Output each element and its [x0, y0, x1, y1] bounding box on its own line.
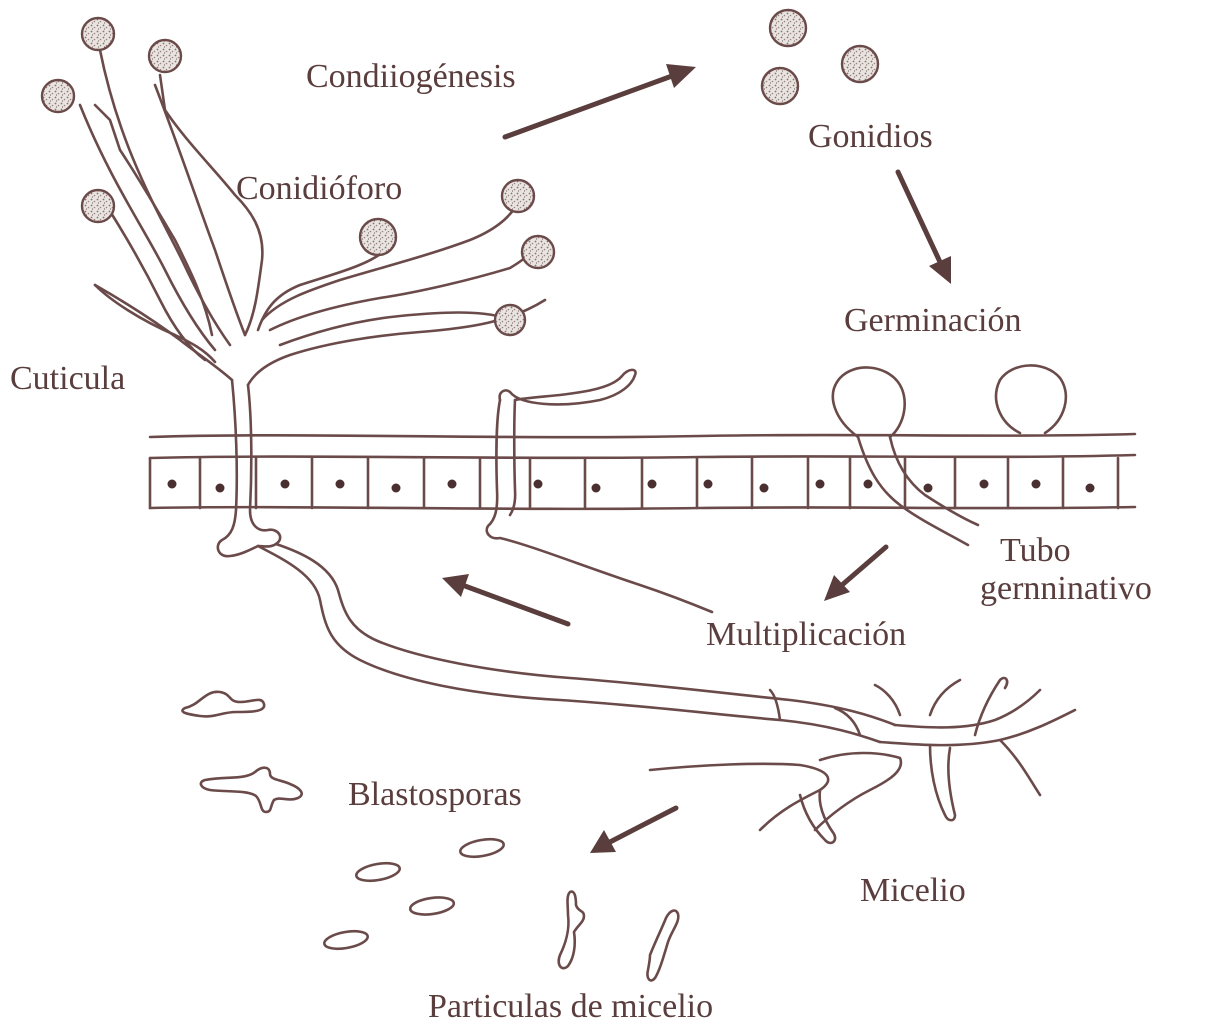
- label-tubo-line1: Tubo: [1000, 534, 1071, 568]
- cell-nucleus: [592, 484, 601, 493]
- cell-nucleus: [760, 484, 769, 493]
- cell-nucleus: [924, 484, 933, 493]
- cell-nucleus: [216, 484, 225, 493]
- cell-nucleus: [448, 480, 457, 489]
- cell-nucleus: [168, 480, 177, 489]
- label-multiplicacion: Multiplicación: [706, 618, 906, 652]
- mycelium-particles: [559, 892, 679, 981]
- arrow-condiiogenesis: [505, 64, 696, 137]
- germinating-spores: [833, 365, 1066, 545]
- blastospores: [182, 692, 505, 952]
- arrow-blastosporas: [590, 808, 676, 853]
- label-tubo-line2: gernninativo: [980, 572, 1152, 606]
- arrow-tubo: [824, 547, 886, 601]
- arrow-multiplicacion: [442, 574, 568, 624]
- cell-nucleus: [864, 480, 873, 489]
- label-cuticula: Cuticula: [10, 362, 125, 396]
- cell-nucleus: [534, 480, 543, 489]
- cell-nucleus: [704, 480, 713, 489]
- label-gonidios: Gonidios: [808, 120, 933, 154]
- cell-nucleus: [648, 480, 657, 489]
- cell-nucleus: [392, 484, 401, 493]
- cell-nucleus: [1032, 480, 1041, 489]
- gonidia-spores: [762, 10, 878, 104]
- label-blastosporas: Blastosporas: [348, 778, 522, 812]
- label-micelio: Micelio: [860, 874, 966, 908]
- label-particulas: Particulas de micelio: [428, 990, 713, 1024]
- label-germinacion: Germinación: [844, 304, 1022, 338]
- cell-nucleus: [336, 480, 345, 489]
- label-conidioforo: Conidióforo: [236, 172, 402, 206]
- cell-nucleus: [1086, 484, 1095, 493]
- epidermal-cells: [150, 458, 1118, 508]
- cell-nucleus: [980, 480, 989, 489]
- cell-nucleus: [281, 480, 290, 489]
- label-condiiogenesis: Condiiogénesis: [306, 60, 516, 94]
- arrow-gonidios: [898, 172, 951, 284]
- cell-nucleus: [816, 480, 825, 489]
